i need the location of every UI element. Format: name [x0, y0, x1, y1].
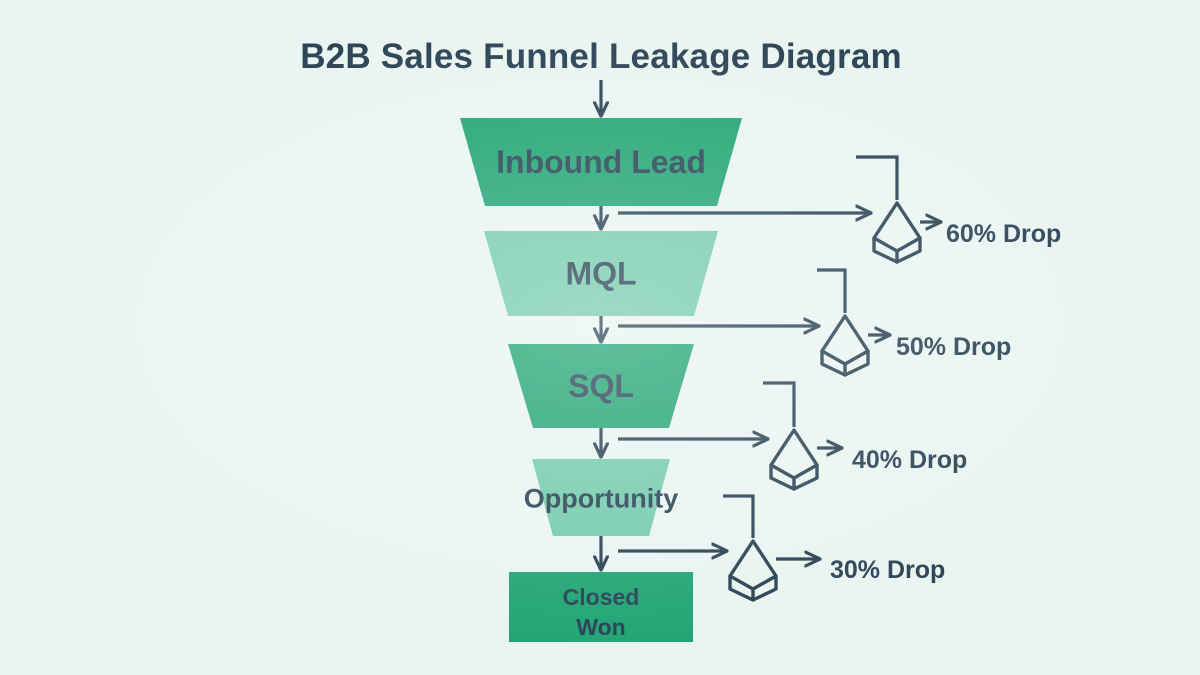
leak-elbow-connector: [763, 381, 796, 427]
funnel-leak-leak-30[interactable]: 30% Drop: [618, 494, 945, 602]
leak-drop-label: 40% Drop: [852, 446, 967, 474]
leak-droplet-icon: [872, 201, 922, 264]
funnel-stage-opportunity[interactable]: Opportunity: [524, 459, 678, 536]
funnel-leak-leak-40[interactable]: 40% Drop: [618, 381, 967, 491]
funnel-stage-shape[interactable]: [508, 344, 694, 428]
funnel-leak-leak-50[interactable]: 50% Drop: [618, 268, 1011, 377]
funnel-stage-mql[interactable]: MQL: [484, 231, 718, 316]
funnel-stage-sql[interactable]: SQL: [508, 344, 694, 428]
funnel-stage-label: MQL: [565, 256, 636, 292]
funnel-stage-shape[interactable]: [460, 118, 742, 206]
funnel-stage-label: SQL: [568, 368, 634, 404]
funnel-stage-label: Opportunity: [524, 484, 678, 514]
funnel-stage-shape[interactable]: [532, 459, 670, 536]
funnel-stage-inbound-lead[interactable]: Inbound Lead: [460, 118, 742, 206]
funnel-stage-shape[interactable]: [509, 572, 693, 642]
funnel-stage-shape[interactable]: [484, 231, 718, 316]
funnel-stage-label: Inbound Lead: [496, 144, 706, 180]
funnel-stage-label: Closed: [563, 584, 640, 610]
leak-drop-label: 60% Drop: [946, 220, 1061, 248]
leak-droplet-icon: [820, 314, 870, 377]
leak-elbow-connector: [856, 155, 899, 200]
leak-elbow-connector: [723, 494, 755, 538]
leak-elbow-connector: [817, 268, 847, 313]
leak-drop-label: 30% Drop: [830, 556, 945, 584]
funnel-stage-label: Won: [576, 614, 625, 640]
page-title: B2B Sales Funnel Leakage Diagram: [300, 37, 902, 76]
funnel-leaks-group: 60% Drop 50% Drop 40% Drop 30% Drop: [618, 155, 1061, 602]
leak-droplet-icon: [728, 539, 778, 602]
leak-drop-label: 50% Drop: [896, 333, 1011, 361]
leak-droplet-icon: [769, 428, 819, 491]
funnel-leak-leak-60[interactable]: 60% Drop: [618, 155, 1061, 264]
